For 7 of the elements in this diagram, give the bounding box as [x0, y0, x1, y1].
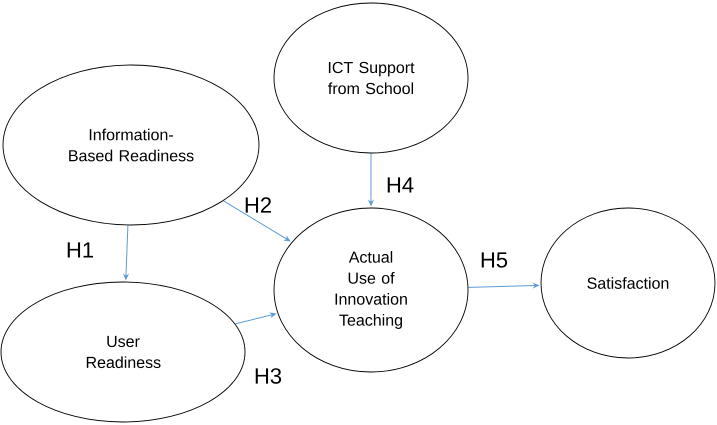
edge-label: H2	[246, 197, 271, 213]
edge-label: H1	[68, 242, 93, 258]
ellipse-node: ICT Support from School	[274, 2, 468, 154]
ellipse-node: Satisfaction	[540, 208, 716, 358]
edge-label: H4	[388, 177, 414, 193]
edge-label: H5	[482, 252, 508, 268]
ellipse-node: User Readiness	[0, 282, 246, 422]
